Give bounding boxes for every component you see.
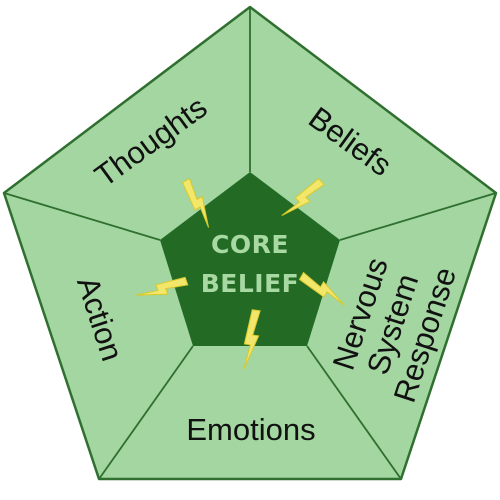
- segment-dividers: [3, 7, 497, 480]
- lightning-bolts: [136, 177, 345, 370]
- lightning-bolt-icon: [136, 276, 189, 296]
- divider-bottom-right: [306, 345, 402, 480]
- lightning-bolt-icon: [181, 177, 210, 228]
- lightning-bolt-icon: [281, 178, 325, 217]
- lightning-bolt-icon: [243, 309, 261, 370]
- segment-label-emotions: Emotions: [186, 412, 315, 447]
- divider-bottom-left: [98, 345, 194, 480]
- core-label-line-1: CORE: [211, 230, 289, 259]
- lightning-bolt-icon: [298, 271, 345, 306]
- core-label-line-2: BELIEF: [201, 269, 300, 298]
- divider-left: [3, 192, 161, 241]
- divider-right: [339, 192, 497, 241]
